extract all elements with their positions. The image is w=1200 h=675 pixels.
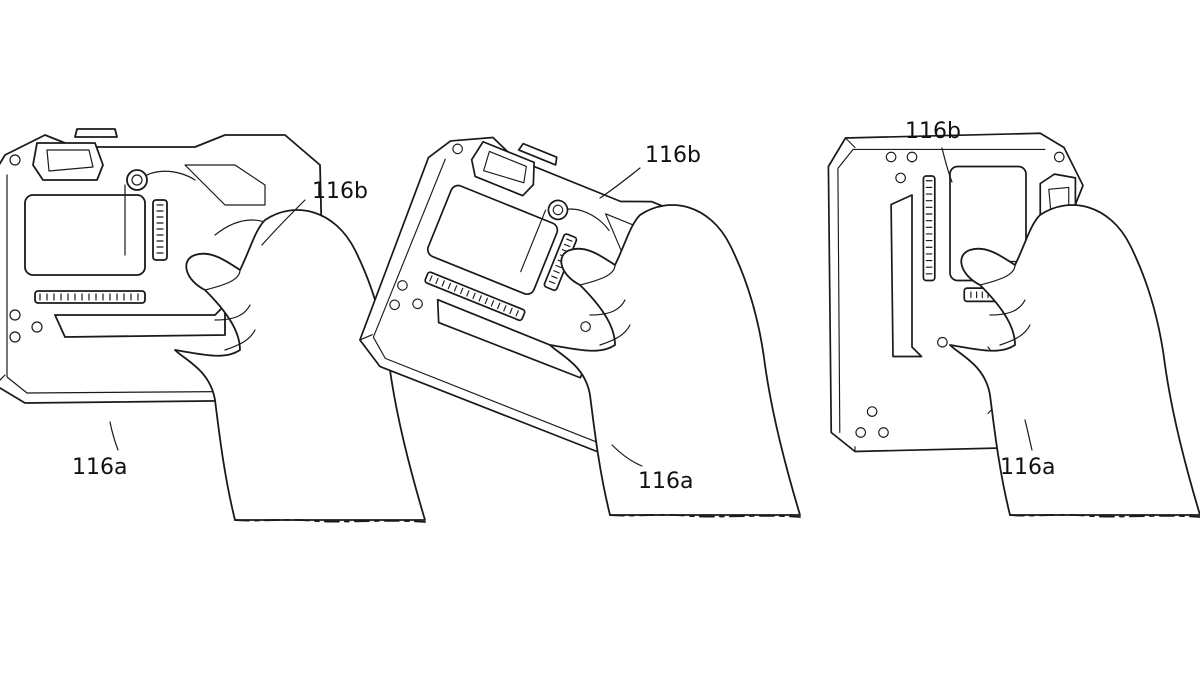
reference-label-116b-view-3: 116b	[905, 119, 961, 144]
figure-view-2: 116b 116a	[348, 111, 801, 518]
figure-view-1: 116b 116a	[0, 128, 426, 523]
reference-label-116a-view-2: 116a	[638, 469, 693, 494]
reference-label-116b-view-1: 116b	[312, 179, 368, 204]
figure-view-3: 116b 116a	[827, 119, 1200, 518]
hand-view-3	[949, 204, 1200, 518]
leader-line-116b-view-3	[941, 147, 953, 183]
reference-label-116a-view-1: 116a	[72, 455, 127, 480]
leader-line-116b-view-1	[261, 199, 306, 246]
leader-line-116a-view-1	[109, 421, 119, 451]
reference-label-116b-view-2: 116b	[645, 143, 701, 168]
leader-line-116a-view-3	[1024, 419, 1033, 451]
reference-label-116a-view-3: 116a	[1000, 455, 1055, 480]
leader-line-116b-view-2	[599, 167, 641, 199]
leader-line-116a-view-2	[611, 444, 643, 467]
